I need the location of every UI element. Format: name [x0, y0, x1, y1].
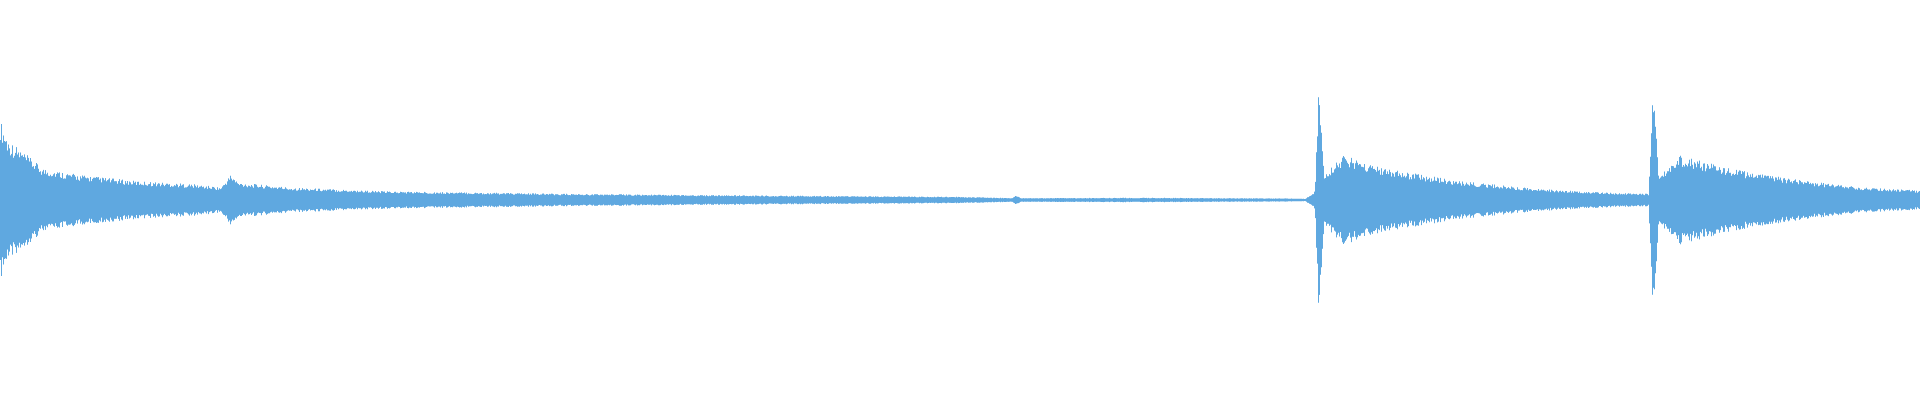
waveform-trace: [0, 97, 1920, 303]
